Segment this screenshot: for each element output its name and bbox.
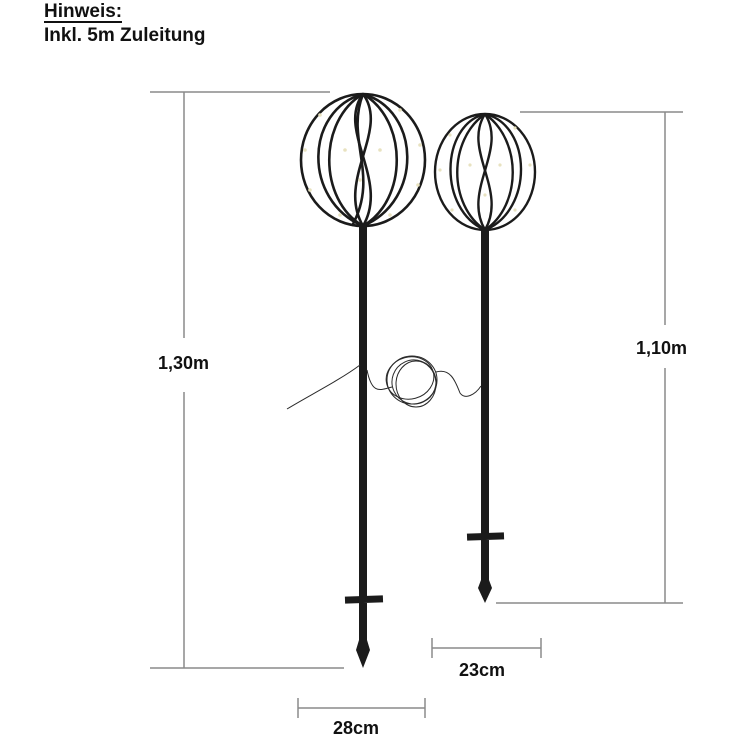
tall-width-label: 28cm (333, 718, 380, 738)
short-width-label: 23cm (459, 660, 506, 680)
tall-spike (356, 603, 370, 668)
note-title: Hinweis: (44, 1, 123, 23)
short-pole (481, 230, 489, 535)
tall-crossbar (344, 595, 384, 604)
short-spike (478, 540, 492, 603)
short-crossbar (466, 532, 505, 541)
cable-coil (286, 355, 482, 410)
tall-sphere (299, 92, 427, 228)
short-led-dots (438, 126, 532, 212)
tall-pole (359, 226, 367, 598)
short-height-label: 1,10m (636, 338, 688, 358)
short-sphere (433, 112, 537, 232)
note-text: Inkl. 5m Zuleitung (44, 25, 206, 46)
note-block: Hinweis: Inkl. 5m Zuleitung (44, 0, 206, 48)
tall-led-dots (303, 108, 422, 217)
tall-height-label: 1,30m (158, 353, 210, 373)
short-stake-light (433, 112, 537, 603)
tall-stake-light (299, 92, 427, 668)
dimension-lines (150, 91, 683, 718)
